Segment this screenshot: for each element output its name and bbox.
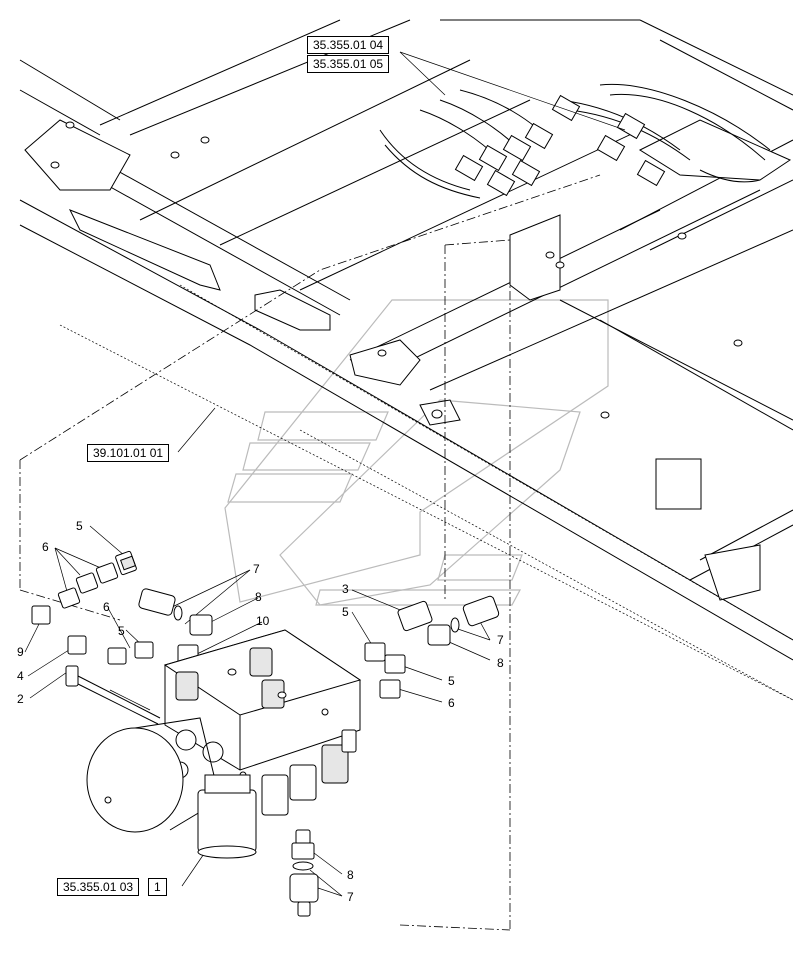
callout-7: 7 (497, 633, 504, 647)
filter-icon (197, 774, 257, 859)
fitting-4-icon (67, 635, 87, 655)
callout-6: 6 (42, 540, 49, 554)
reference-39-101-01-01[interactable]: 39.101.01 01 (87, 444, 170, 462)
callout-6: 6 (448, 696, 455, 710)
reference-35-355-01-04[interactable]: 35.355.01 04 (307, 36, 390, 54)
fitting-9-icon (31, 605, 51, 625)
reference-35-355-01-05[interactable]: 35.355.01 05 (307, 55, 390, 73)
fittings-left (31, 550, 213, 665)
callout-8: 8 (497, 656, 504, 670)
callout-8: 8 (347, 868, 354, 882)
callout-5: 5 (76, 519, 83, 533)
pressure-switch-7-left-icon (138, 588, 183, 621)
reference-item-1[interactable]: 1 (148, 878, 167, 896)
hose-bundle (379, 83, 771, 199)
fitting-5-right-icon (364, 642, 406, 674)
fitting-3-icon (397, 600, 433, 632)
valve-block (163, 629, 362, 816)
adapter-8-right-icon (427, 624, 451, 646)
fitting-5-upper-icon (115, 550, 137, 576)
callout-3: 3 (342, 582, 349, 596)
fitting-6-mid-icon (107, 641, 154, 665)
watermark-logo-icon (224, 299, 609, 606)
accumulator-icon (86, 717, 221, 833)
callout-4: 4 (17, 669, 24, 683)
bolt-2-icon (65, 665, 161, 725)
callout-5: 5 (118, 624, 125, 638)
callout-7: 7 (253, 562, 260, 576)
callout-5: 5 (342, 605, 349, 619)
phantom-lines (19, 174, 793, 931)
adapter-8-left-icon (189, 614, 213, 636)
callout-7: 7 (347, 890, 354, 904)
callout-2: 2 (17, 692, 24, 706)
callout-9: 9 (17, 645, 24, 659)
callout-10: 10 (256, 614, 270, 628)
callout-6: 6 (103, 600, 110, 614)
callout-5: 5 (448, 674, 455, 688)
callout-8: 8 (255, 590, 262, 604)
bottom-sensor (289, 829, 319, 917)
fitting-6-right-icon (379, 679, 401, 699)
chassis-frame (19, 19, 793, 661)
fittings-right (364, 595, 500, 699)
pressure-switch-7-right-icon (450, 595, 500, 633)
reference-35-355-01-03[interactable]: 35.355.01 03 (57, 878, 140, 896)
fitting-6-icon (57, 562, 119, 609)
